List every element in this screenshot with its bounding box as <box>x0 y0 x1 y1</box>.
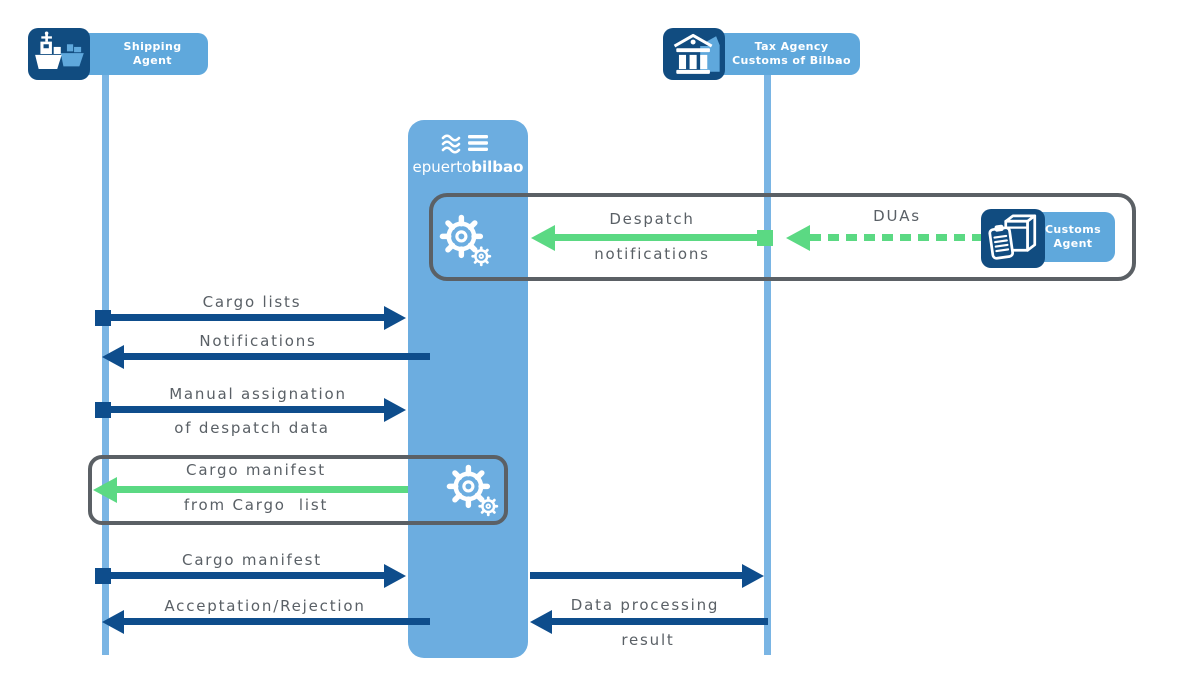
message-label: Cargo manifest <box>182 551 322 569</box>
arrowhead <box>530 610 552 634</box>
message-label: Acceptation/Rejection <box>164 597 366 615</box>
arrow-shaft <box>103 572 384 579</box>
actor-label: Tax Agency <box>754 40 829 53</box>
arrow-shaft <box>124 618 430 625</box>
actor-label: Customs <box>1044 223 1102 236</box>
arrow-start-marker <box>95 310 111 326</box>
actor-label: Customs of Bilbao <box>732 54 851 67</box>
arrow-shaft <box>103 406 384 413</box>
manifest-generation-callout-box <box>88 455 508 525</box>
message-label: of despatch data <box>174 419 330 437</box>
arrowhead <box>93 477 117 503</box>
message-label: Data processing <box>570 596 720 614</box>
gears-icon <box>437 212 493 268</box>
arrowhead <box>742 564 764 588</box>
arrow-start-marker <box>95 402 111 418</box>
arrowhead <box>102 610 124 634</box>
gears-icon <box>444 462 500 518</box>
actor-tax-agency: Tax Agency Customs of Bilbao <box>703 33 860 75</box>
arrow-start-marker <box>95 568 111 584</box>
port-waves-icon <box>440 133 496 157</box>
arrowhead <box>531 225 555 251</box>
message-label: DUAs <box>873 207 921 225</box>
arrowhead <box>786 225 810 251</box>
arrowhead <box>384 306 406 330</box>
arrowhead <box>384 398 406 422</box>
arrow-shaft <box>103 314 384 321</box>
arrowhead <box>102 345 124 369</box>
arrow-shaft <box>117 486 408 493</box>
actor-shipping-agent: Shipping Agent <box>75 33 208 75</box>
message-label: Cargo manifest <box>186 461 326 479</box>
actor-label: Agent <box>1053 237 1093 250</box>
logo-bold-part: bilbao <box>471 158 524 176</box>
clipboard-box-icon <box>981 209 1045 268</box>
logo-light-part: epuerto <box>412 158 472 176</box>
epuertobilbao-logo: epuertobilbao <box>413 158 524 176</box>
arrow-shaft <box>552 618 768 625</box>
message-label: from Cargo list <box>183 496 329 514</box>
message-label: result <box>621 631 675 649</box>
message-label: Manual assignation <box>169 385 347 403</box>
arrow-shaft <box>553 234 759 241</box>
message-label: Cargo lists <box>202 293 302 311</box>
actor-label: Agent <box>133 54 172 67</box>
arrow-shaft <box>810 234 985 241</box>
arrow-shaft <box>124 353 430 360</box>
message-label: Despatch <box>609 210 695 228</box>
arrow-shaft <box>530 572 742 579</box>
arrow-start-marker <box>757 230 773 246</box>
bank-building-icon <box>663 28 725 80</box>
message-label: Notifications <box>199 332 317 350</box>
tax-agency-lifeline <box>764 75 771 655</box>
cargo-ship-icon <box>28 28 90 80</box>
arrowhead <box>384 564 406 588</box>
message-label: notifications <box>594 245 710 263</box>
epuertobilbao-pillar <box>408 120 528 658</box>
actor-label: Shipping <box>123 40 182 53</box>
despatch-callout-box <box>429 193 1136 281</box>
